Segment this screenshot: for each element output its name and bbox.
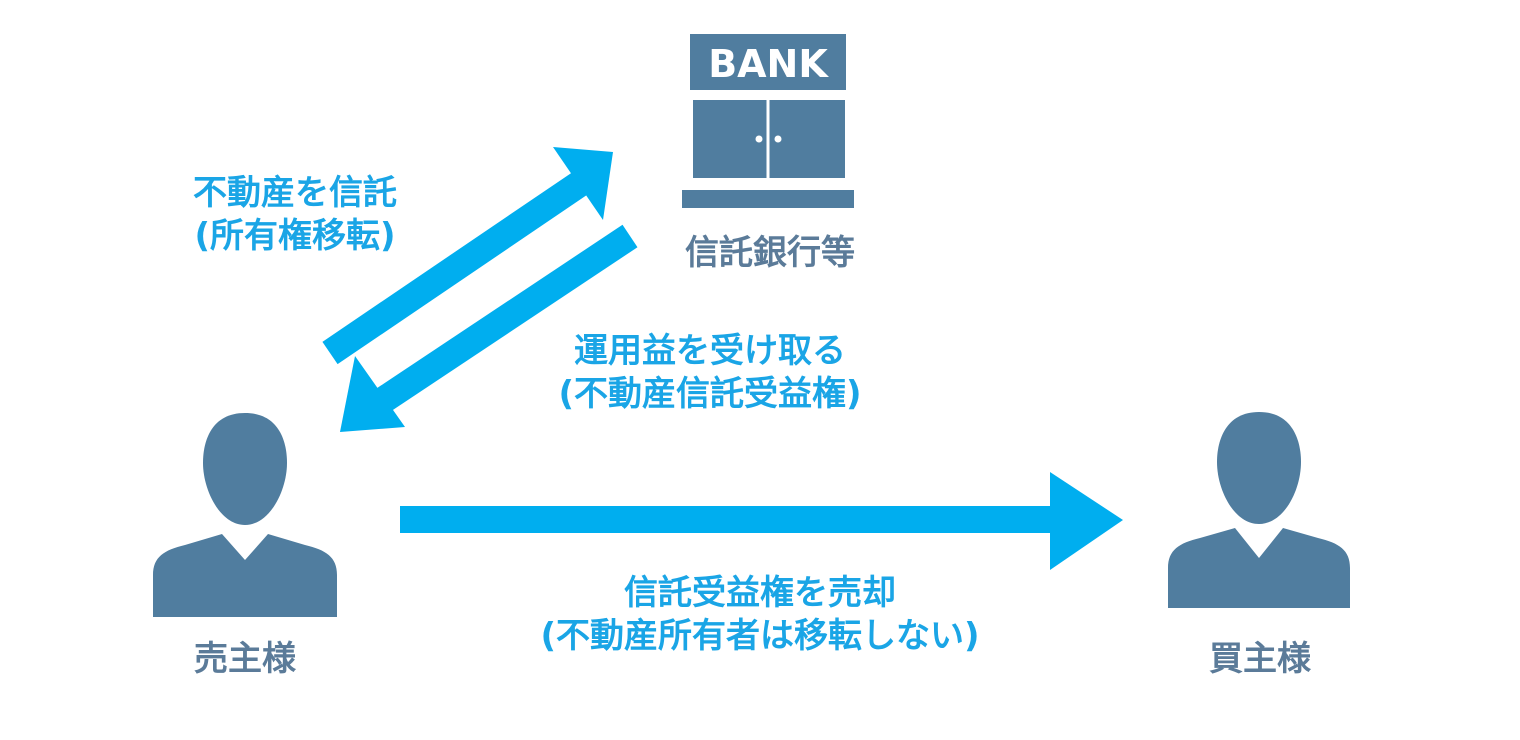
buyer-person-icon: [1168, 412, 1350, 608]
bank-sign-text: BANK: [708, 42, 829, 86]
bank-door-knob-right: [774, 135, 782, 143]
receive-label: 運用益を受け取る (不動産信託受益権): [520, 330, 900, 415]
arrow-entrust: [322, 147, 613, 365]
entrust-label-line2: (所有権移転): [194, 215, 396, 256]
sell-label: 信託受益権を売却 (不動産所有者は移転しない): [470, 572, 1050, 657]
entrust-label-line1: 不動産を信託: [193, 173, 397, 213]
arrow-receive: [340, 224, 638, 432]
bank-label: 信託銀行等: [685, 233, 855, 273]
sell-label-line1: 信託受益権を売却: [624, 573, 896, 613]
receive-label-line2: (不動産信託受益権): [558, 373, 862, 414]
seller-person-icon: [153, 413, 337, 617]
buyer-label: 買主様: [1209, 639, 1311, 679]
seller-label: 売主様: [194, 639, 296, 679]
receive-label-line1: 運用益を受け取る: [574, 331, 846, 371]
bank-door-knob-left: [755, 135, 763, 143]
arrow-sell: [400, 472, 1123, 570]
sell-label-line2: (不動産所有者は移転しない): [540, 615, 980, 656]
bank-sign-board: [690, 34, 846, 90]
bank-icon: BANK: [682, 34, 854, 208]
entrust-label: 不動産を信託 (所有権移転): [160, 172, 430, 257]
bank-base: [682, 190, 854, 208]
